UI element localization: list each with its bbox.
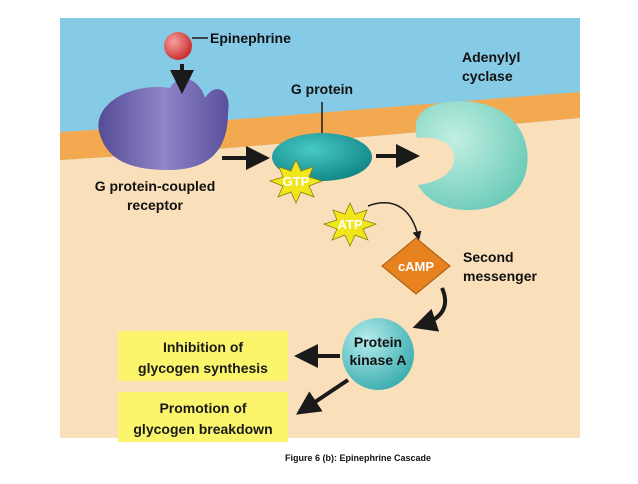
- second-messenger-label-line1: Second: [463, 249, 514, 265]
- protein-kinase-a-label-line1: Protein: [354, 334, 402, 350]
- receptor-label-line2: receptor: [127, 197, 184, 213]
- promotion-box: [118, 392, 288, 442]
- camp-to-kinase-arrow: [412, 287, 448, 332]
- epinephrine-label: Epinephrine: [210, 30, 291, 46]
- kinase-to-promotion-arrow: [296, 378, 350, 415]
- inhibition-box: [118, 331, 288, 381]
- inhibition-label-line1: Inhibition of: [163, 339, 243, 355]
- gtp-burst: [268, 159, 324, 204]
- atp-label: ATP: [337, 217, 362, 232]
- second-messenger-label-line2: messenger: [463, 268, 537, 284]
- gtp-label: GTP: [283, 174, 310, 189]
- protein-kinase-a-shape: [342, 318, 414, 390]
- atp-to-camp-arrow: [367, 202, 422, 241]
- protein-kinase-a-label-line2: kinase A: [349, 352, 406, 368]
- adenylyl-cyclase-label-line2: cyclase: [462, 68, 513, 84]
- receptor-shape: [98, 78, 229, 170]
- promotion-label-line1: Promotion of: [159, 400, 246, 416]
- adenylyl-cyclase-shape: [415, 101, 528, 211]
- atp-burst: [322, 202, 378, 247]
- epinephrine-molecule: [164, 32, 192, 60]
- camp-diamond: [381, 237, 451, 295]
- receptor-label-line1: G protein-coupled: [95, 178, 216, 194]
- adenylyl-cyclase-label-line1: Adenylyl: [462, 49, 520, 65]
- promotion-label-line2: glycogen breakdown: [133, 421, 272, 437]
- figure-caption: Figure 6 (b): Epinephrine Cascade: [285, 453, 431, 463]
- camp-label: cAMP: [398, 259, 434, 274]
- g-protein-label: G protein: [291, 81, 353, 97]
- inhibition-label-line2: glycogen synthesis: [138, 360, 268, 376]
